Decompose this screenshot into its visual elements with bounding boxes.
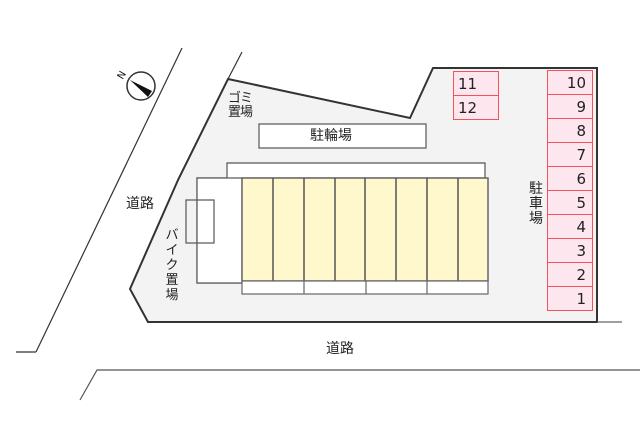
parking-slot-2[interactable]: 2 <box>547 262 593 287</box>
parking-slot-11[interactable]: 11 <box>453 71 499 96</box>
bike-parking-label: バイク置場 <box>165 228 179 303</box>
parking-slot-4[interactable]: 4 <box>547 214 593 239</box>
road-edge-left-inner <box>35 47 183 353</box>
road-label-bottom: 道路 <box>326 341 354 357</box>
road-label-left: 道路 <box>126 196 154 212</box>
parking-slot-10[interactable]: 10 <box>547 70 593 95</box>
north-arrow-icon: N <box>116 69 156 101</box>
parking-slot-9[interactable]: 9 <box>547 94 593 119</box>
parking-slot-1[interactable]: 1 <box>547 286 593 311</box>
parking-slot-3[interactable]: 3 <box>547 238 593 263</box>
svg-text:N: N <box>116 69 129 81</box>
bicycle-parking-label: 駐輪場 <box>310 128 352 144</box>
parking-slot-12[interactable]: 12 <box>453 95 499 120</box>
parking-slot-8[interactable]: 8 <box>547 118 593 143</box>
bike-rack <box>185 199 215 244</box>
building-units <box>241 177 489 295</box>
bicycle-parking-area <box>258 123 427 149</box>
road-edge-bottom <box>79 369 640 401</box>
parking-slot-5[interactable]: 5 <box>547 190 593 215</box>
road-edge-lot-left <box>227 51 243 80</box>
car-parking-label: 駐車場 <box>529 181 543 227</box>
parking-slot-7[interactable]: 7 <box>547 142 593 167</box>
parking-slot-6[interactable]: 6 <box>547 166 593 191</box>
garbage-area-label: ゴミ 置場 <box>228 91 253 120</box>
